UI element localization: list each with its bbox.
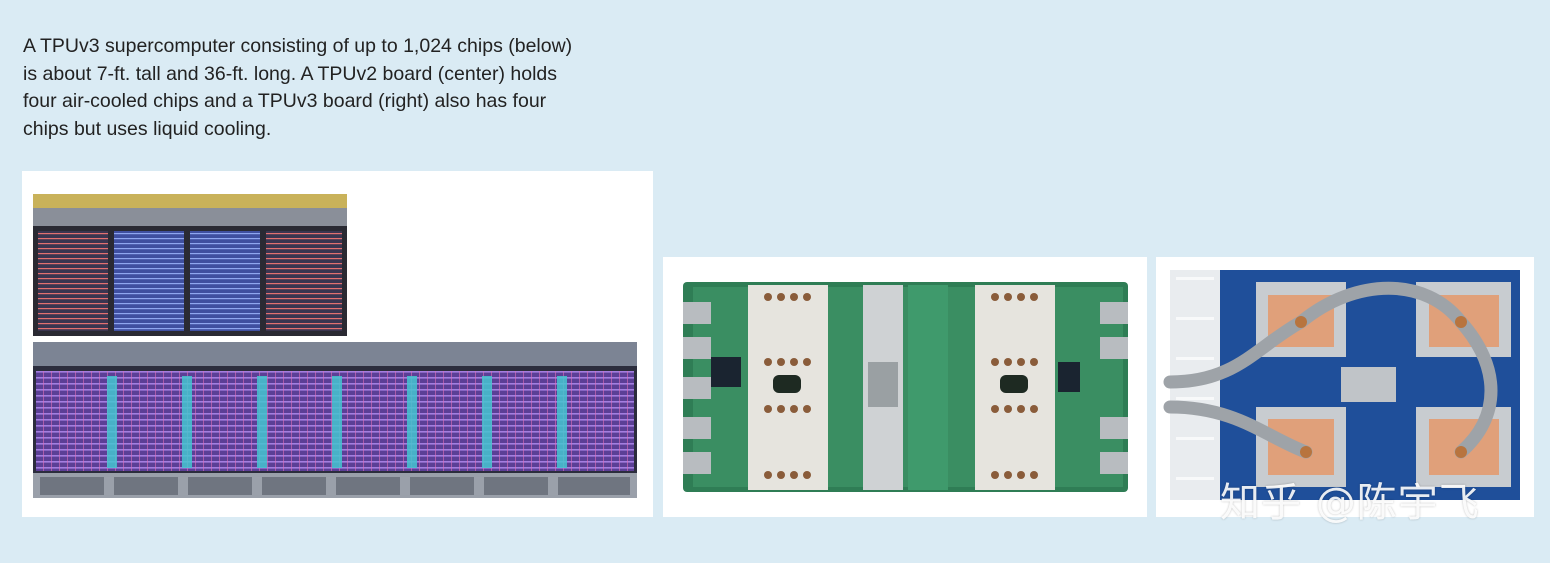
supercomputer-photo bbox=[22, 171, 653, 517]
tpuv3-board-photo bbox=[1156, 257, 1534, 517]
caption-line-2: is about 7-ft. tall and 36-ft. long. A T… bbox=[23, 62, 558, 85]
liquid-cooled-board-photo-icon bbox=[1163, 270, 1520, 500]
tpuv2-board-photo bbox=[663, 257, 1147, 517]
watermark: 知乎 @陈宇飞 bbox=[1220, 480, 1480, 526]
figure-caption: A TPUv3 supercomputer consisting of up t… bbox=[23, 33, 623, 143]
caption-line-3: four air-cooled chips and a TPUv3 board … bbox=[23, 90, 547, 112]
server-rack-photo-icon bbox=[33, 194, 637, 498]
caption-line-4: chips but uses liquid cooling. bbox=[23, 117, 272, 140]
air-cooled-board-photo-icon bbox=[683, 282, 1128, 492]
caption-line-1: A TPUv3 supercomputer consisting of up t… bbox=[23, 35, 573, 57]
